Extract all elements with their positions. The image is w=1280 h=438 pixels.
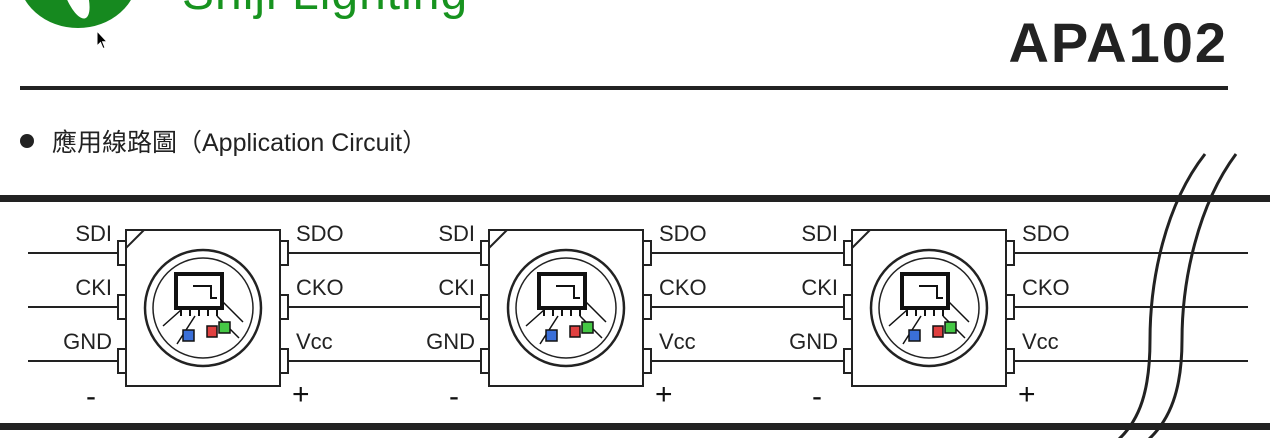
pin-tab — [117, 240, 127, 266]
pin-label-cki: CKI — [438, 275, 475, 300]
chip-corner — [125, 229, 145, 249]
led-green — [944, 321, 957, 334]
plus-label: + — [292, 378, 310, 411]
pin-label-sdi: SDI — [75, 221, 112, 246]
break-mark — [1147, 153, 1238, 438]
bullet-icon — [20, 134, 34, 148]
lens-outer — [506, 248, 626, 368]
die-trace — [919, 285, 943, 299]
pin-tab — [642, 240, 652, 266]
brand-name: Shiji Lighting — [182, 0, 468, 21]
pin-label-sdo: SDO — [1022, 221, 1070, 246]
pin-tab — [480, 348, 490, 374]
pin-tab — [117, 348, 127, 374]
lens-outer — [869, 248, 989, 368]
die-trace — [556, 285, 580, 299]
lens-inner — [152, 257, 254, 359]
pin-label-cko: CKO — [296, 275, 344, 300]
pin-tab — [642, 348, 652, 374]
led-green — [581, 321, 594, 334]
pin-tab — [642, 294, 652, 320]
pin-tab — [480, 240, 490, 266]
lens-inner — [878, 257, 980, 359]
bond-wire — [888, 309, 908, 327]
pin-label-cko: CKO — [1022, 275, 1070, 300]
strip-bottom-border — [0, 423, 1270, 430]
pin-label-sdo: SDO — [659, 221, 707, 246]
led-blue — [182, 329, 195, 342]
cursor-arrow-icon — [96, 30, 108, 50]
pin-label-sdi: SDI — [438, 221, 475, 246]
pin-label-cki: CKI — [801, 275, 838, 300]
led-chips: SDI CKI GND SDO CKO Vcc - + SDI CKI GND SDO CKO Vcc - +… — [63, 221, 1070, 413]
pin-tab — [1005, 294, 1015, 320]
pin-tab — [279, 294, 289, 320]
led-green — [218, 321, 231, 334]
application-circuit-diagram: SDI CKI GND SDO CKO Vcc - + SDI CKI GND SDO CKO Vcc - +… — [0, 153, 1270, 438]
pin-tab — [843, 294, 853, 320]
model-number: APA102 — [1008, 11, 1228, 74]
pin-tab — [279, 348, 289, 374]
bond-wire — [525, 309, 545, 327]
led-chip: SDI CKI GND SDO CKO Vcc - + — [63, 221, 344, 413]
lens-outer — [143, 248, 263, 368]
led-blue — [908, 329, 921, 342]
pin-tab — [117, 294, 127, 320]
pin-label-cki: CKI — [75, 275, 112, 300]
pin-label-gnd: GND — [789, 329, 838, 354]
chip-corner — [851, 229, 871, 249]
plus-label: + — [655, 378, 673, 411]
die-trace — [193, 285, 217, 299]
led-red — [932, 325, 944, 338]
chip-corner — [488, 229, 508, 249]
minus-label: - — [449, 380, 459, 413]
minus-label: - — [86, 380, 96, 413]
pin-tab — [1005, 348, 1015, 374]
bond-wire — [162, 309, 182, 327]
pin-tab — [480, 294, 490, 320]
strip-top-border — [0, 195, 1270, 202]
section-heading: 應用線路圖（Application Circuit） — [20, 124, 427, 158]
pin-tab — [279, 240, 289, 266]
minus-label: - — [812, 380, 822, 413]
pin-label-sdi: SDI — [801, 221, 838, 246]
lens-inner — [515, 257, 617, 359]
led-chip: SDI CKI GND SDO CKO Vcc - + — [789, 221, 1070, 413]
header-divider — [20, 86, 1228, 90]
pin-label-gnd: GND — [426, 329, 475, 354]
led-blue — [545, 329, 558, 342]
pin-label-vcc: Vcc — [296, 329, 333, 354]
pin-tab — [843, 348, 853, 374]
led-chip: SDI CKI GND SDO CKO Vcc - + — [426, 221, 707, 413]
pin-tab — [1005, 240, 1015, 266]
bond-wire — [948, 301, 970, 323]
pin-label-vcc: Vcc — [1022, 329, 1059, 354]
pin-label-gnd: GND — [63, 329, 112, 354]
break-mark — [1117, 153, 1207, 438]
pin-label-vcc: Vcc — [659, 329, 696, 354]
plus-label: + — [1018, 378, 1036, 411]
bond-wire — [585, 301, 607, 323]
bond-wire — [222, 301, 244, 323]
pin-label-cko: CKO — [659, 275, 707, 300]
pin-label-sdo: SDO — [296, 221, 344, 246]
led-red — [569, 325, 581, 338]
section-title: 應用線路圖（Application Circuit） — [52, 129, 428, 157]
pin-tab — [843, 240, 853, 266]
led-red — [206, 325, 218, 338]
